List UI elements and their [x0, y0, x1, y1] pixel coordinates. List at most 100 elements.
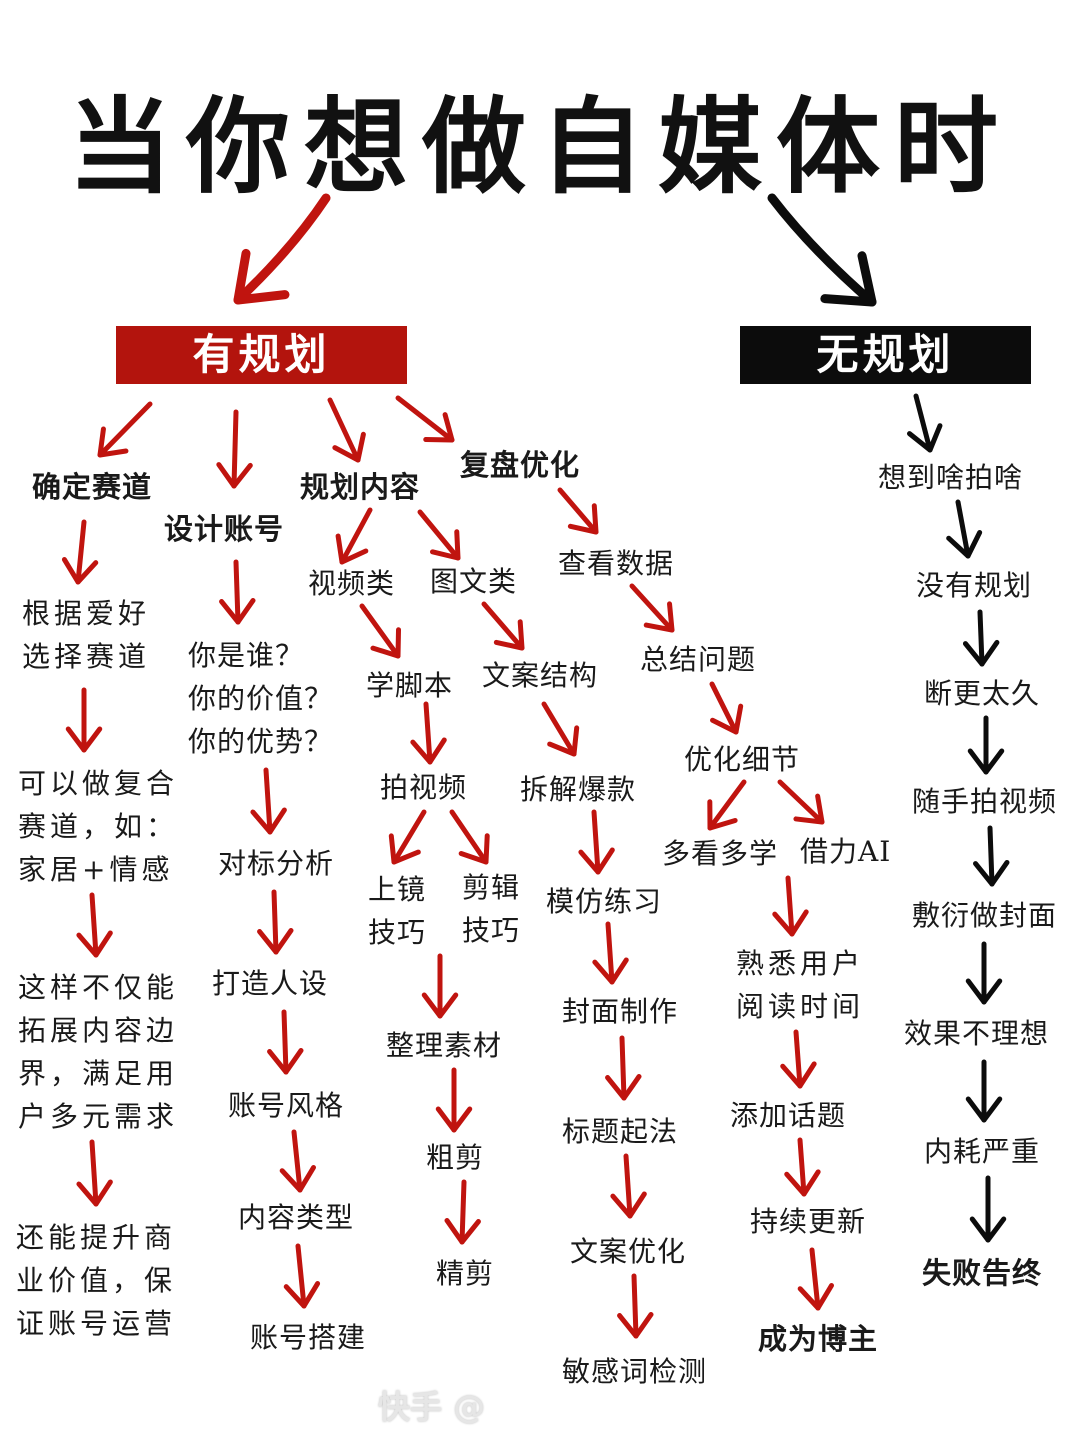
arrow-review-6 [784, 1137, 821, 1197]
arrow-text-3 [578, 809, 615, 875]
arrow-unplanned-5 [965, 941, 1003, 1005]
account-step-2: 对标分析 [218, 847, 335, 880]
arrow-track-1 [61, 519, 99, 585]
unplanned-step-1: 想到啥拍啥 [878, 461, 1024, 494]
arrow-account-4 [267, 1009, 304, 1075]
video-label: 视频类 [308, 567, 396, 600]
arrow-review-5 [780, 1029, 817, 1089]
arrow-review-sub-1 [707, 779, 747, 831]
review-sub-1: 多看多学 [662, 837, 779, 870]
text-step-3: 模仿练习 [546, 885, 663, 918]
arrow-account-3 [257, 889, 294, 955]
unplanned-step-4: 随手拍视频 [912, 785, 1058, 818]
arrow-unplanned-6 [965, 1059, 1003, 1123]
review-step-6: 持续更新 [750, 1205, 867, 1238]
video-sub-1: 上镜 技巧 [368, 873, 427, 949]
arrow-track-4 [76, 1139, 113, 1207]
arrow-account-6 [283, 1243, 321, 1309]
arrow-track-2 [65, 687, 103, 753]
account-step-1: 你是谁？ 你的价值？ 你的优势？ [188, 639, 334, 758]
unplanned-step-7: 内耗严重 [924, 1135, 1041, 1168]
account-step-5: 内容类型 [238, 1201, 355, 1234]
arrow-review-7 [797, 1247, 835, 1311]
track-label: 确定赛道 [32, 470, 153, 504]
arrow-to-content [327, 397, 366, 463]
unplanned-step-3: 断更太久 [924, 677, 1041, 710]
video-sub-2: 剪辑 技巧 [462, 871, 521, 947]
arrow-text-7 [617, 1273, 654, 1339]
arrow-account-1 [219, 559, 256, 625]
track-step-1: 根据爱好 选择赛道 [22, 597, 151, 673]
arrow-video-sub-1 [388, 809, 427, 865]
arrow-unplanned-7 [969, 1175, 1007, 1243]
arrow-to-track [97, 401, 153, 458]
review-step-7: 成为博主 [758, 1322, 879, 1356]
unplanned-step-6: 效果不理想 [904, 1017, 1050, 1050]
account-step-6: 账号搭建 [250, 1321, 367, 1354]
unplanned-box: 无规划 [740, 326, 1031, 384]
video-step-3: 整理素材 [386, 1029, 503, 1062]
text-step-2: 拆解爆款 [520, 773, 637, 806]
video-step-5: 精剪 [436, 1257, 495, 1290]
track-step-3: 这样不仅能 拓展内容边 界，满足用 户多元需求 [18, 971, 179, 1133]
arrow-review-4 [772, 875, 809, 937]
video-step-4: 粗剪 [426, 1141, 485, 1174]
arrow-unplanned-0 [906, 393, 943, 453]
text-label: 图文类 [430, 565, 518, 598]
arrow-video-4 [435, 1067, 473, 1133]
text-step-1: 文案结构 [482, 659, 599, 692]
arrow-review-sub-2 [777, 779, 825, 825]
review-step-4: 熟悉用户 阅读时间 [736, 947, 865, 1023]
arrow-video-5 [444, 1179, 481, 1245]
track-step-2: 可以做复合 赛道，如： 家居+情感 [18, 767, 179, 886]
arrow-unplanned-2 [962, 609, 1000, 667]
text-step-6: 文案优化 [570, 1235, 687, 1268]
arrow-to-account [216, 409, 253, 489]
planned-box: 有规划 [116, 326, 407, 384]
arrow-text-5 [605, 1035, 642, 1101]
arrow-account-2 [250, 767, 287, 835]
review-step-5: 添加话题 [730, 1099, 847, 1132]
unplanned-step-5: 敷衍做封面 [912, 899, 1058, 932]
review-step-1: 查看数据 [558, 547, 675, 580]
arrow-to-review [395, 395, 455, 443]
arrow-video-sub-2 [449, 809, 490, 865]
arrow-unplanned-1 [946, 499, 983, 559]
arrow-track-3 [76, 892, 113, 958]
video-step-1: 学脚本 [366, 669, 454, 702]
arrow-account-5 [279, 1129, 317, 1193]
track-step-4: 还能提升商 业价值，保 证账号运营 [16, 1221, 177, 1340]
arrow-unplanned-3 [967, 715, 1005, 775]
account-step-4: 账号风格 [228, 1089, 345, 1122]
review-sub-2: 借力AI [800, 835, 892, 868]
arrow-video-1 [359, 603, 402, 659]
page-title: 当你想做自媒体时 [67, 86, 1012, 208]
arrow-video-2 [410, 701, 447, 765]
account-label: 设计账号 [164, 512, 285, 546]
review-label: 复盘优化 [460, 448, 581, 482]
arrow-video-3 [421, 953, 459, 1019]
unplanned-step-2: 没有规划 [916, 569, 1033, 602]
arrow-text-6 [610, 1153, 647, 1219]
content-label: 规划内容 [300, 470, 421, 504]
arrow-text-2 [541, 701, 580, 757]
text-step-7: 敏感词检测 [562, 1355, 708, 1388]
big-arrow-planned [233, 193, 331, 305]
review-step-3: 优化细节 [684, 743, 801, 776]
watermark: 快手 @ [378, 1388, 486, 1426]
account-step-3: 打造人设 [212, 967, 329, 1000]
arrow-text-4 [592, 921, 629, 985]
arrow-to-text [417, 509, 461, 561]
big-arrow-unplanned [767, 193, 877, 307]
arrow-review-2 [629, 583, 675, 633]
arrow-review-3 [709, 681, 744, 735]
video-step-2: 拍视频 [380, 771, 468, 804]
arrow-review-1 [557, 487, 599, 535]
arrow-text-1 [481, 601, 525, 651]
arrow-to-video [335, 507, 373, 565]
review-step-2: 总结问题 [640, 643, 757, 676]
text-step-5: 标题起法 [562, 1115, 679, 1148]
unplanned-step-8: 失败告终 [922, 1256, 1043, 1290]
arrow-unplanned-4 [973, 825, 1010, 887]
